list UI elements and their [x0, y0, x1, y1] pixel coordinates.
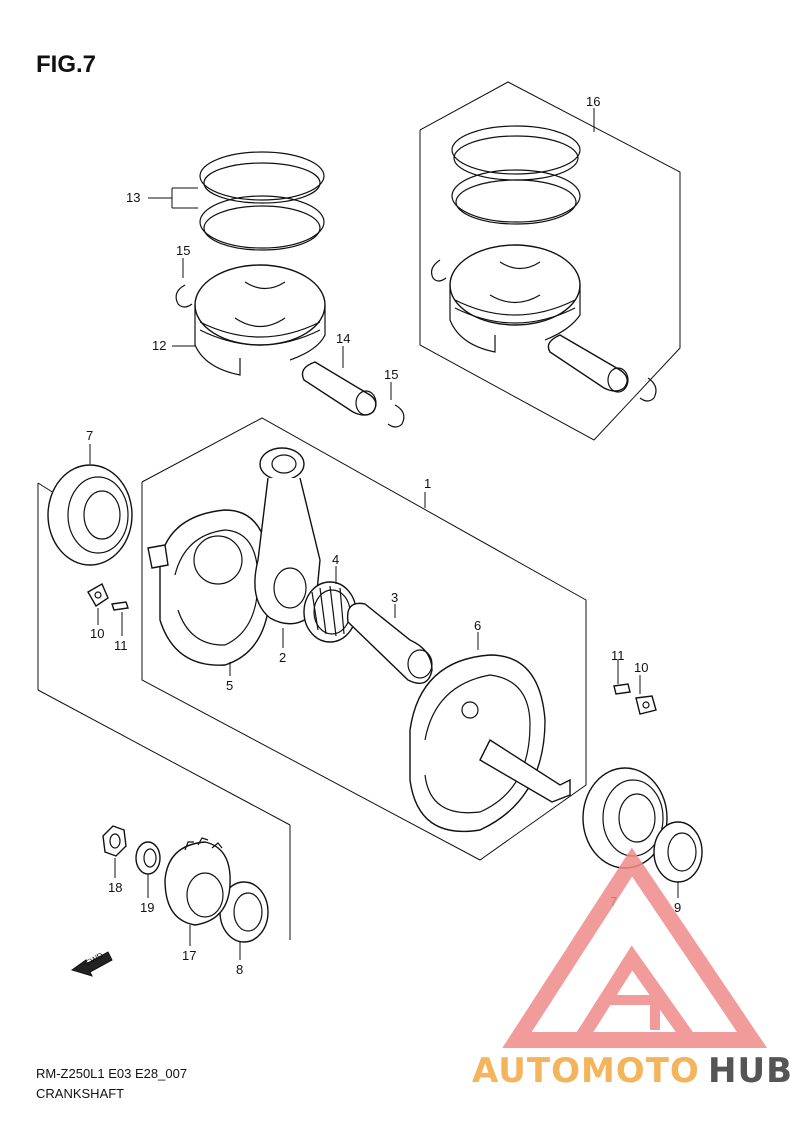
- watermark-brand-part2: HUB: [708, 1051, 793, 1091]
- screw-11-right: [613, 660, 631, 695]
- piston-ring-set-16: [451, 125, 581, 225]
- bearing-7-left: [47, 444, 133, 566]
- callout-11-right: 11: [611, 648, 625, 663]
- forward-direction-arrow: FWD: [70, 951, 113, 977]
- connecting-rod-2: [254, 447, 321, 648]
- callout-5: 5: [226, 678, 233, 693]
- callout-17: 17: [182, 948, 196, 963]
- piston-pin-16: [547, 334, 629, 393]
- piston-set-frame: [419, 81, 681, 441]
- callout-11-left: 11: [114, 638, 128, 653]
- piston-rings-13: [199, 151, 325, 251]
- callout-7-left: 7: [86, 428, 93, 443]
- watermark-brand-part1: AUTOMOTO: [472, 1051, 700, 1091]
- nut-18: [102, 825, 127, 878]
- circlip-16a: [430, 259, 447, 282]
- section-name: CRANKSHAFT: [36, 1086, 124, 1101]
- circlip-15b: [387, 404, 405, 428]
- crankshaft-assembly-frame: [141, 417, 587, 861]
- figure-title: FIG.7: [36, 51, 96, 78]
- washer-19: [135, 841, 161, 898]
- screw-11-left: [111, 601, 129, 636]
- callout-4: 4: [332, 552, 339, 567]
- callout-15-lower: 15: [384, 367, 398, 382]
- callout-8: 8: [236, 962, 243, 977]
- callout-2: 2: [279, 650, 286, 665]
- crank-web-right-6: [409, 632, 571, 833]
- crank-pin-3: [346, 602, 433, 684]
- piston-pin-14: [301, 361, 377, 416]
- piston-16: [449, 244, 581, 353]
- circlip-15a: [175, 284, 193, 308]
- outer-frame: [37, 482, 291, 940]
- callout-3: 3: [391, 590, 398, 605]
- lock-washer-10-right: [635, 675, 657, 715]
- callout-13: 13: [126, 190, 140, 205]
- crank-web-left-5: [147, 509, 271, 676]
- callout-14: 14: [336, 331, 350, 346]
- callout-16: 16: [586, 94, 600, 109]
- oil-seal-9: [653, 821, 703, 898]
- primary-drive-gear-17: [164, 837, 231, 946]
- model-code: RM-Z250L1 E03 E28_007: [36, 1066, 187, 1081]
- callout-10-right: 10: [634, 660, 648, 675]
- callout-12: 12: [152, 338, 166, 353]
- callout-19: 19: [140, 900, 154, 915]
- piston-12: [194, 264, 326, 376]
- callout-18: 18: [108, 880, 122, 895]
- callout-1: 1: [424, 476, 431, 491]
- automotohub-watermark-logo: [502, 847, 768, 1048]
- callout-9: 9: [674, 900, 681, 915]
- circlip-16b: [639, 377, 657, 402]
- callout-15-upper: 15: [176, 243, 190, 258]
- callout-10-left: 10: [90, 626, 104, 641]
- callout-6: 6: [474, 618, 481, 633]
- lock-washer-10-left: [87, 583, 109, 625]
